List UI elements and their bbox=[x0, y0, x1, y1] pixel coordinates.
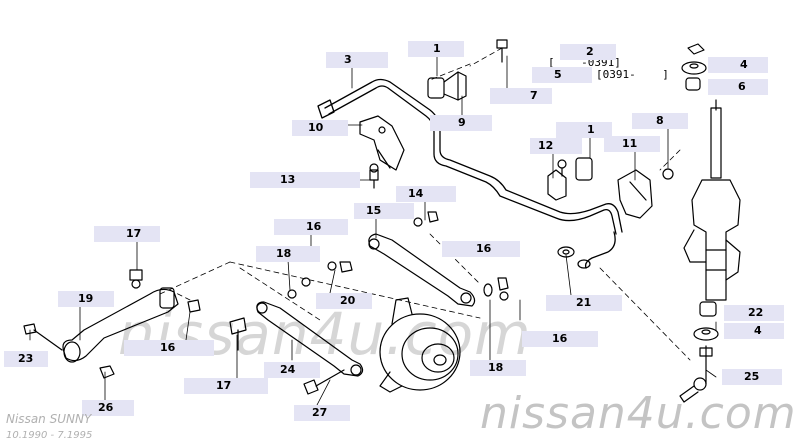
trailing-arm-19 bbox=[62, 287, 179, 363]
callout-5: 5 bbox=[532, 67, 592, 83]
callout-22: 22 bbox=[724, 305, 784, 321]
callout-18-upper: 18 bbox=[256, 246, 320, 262]
bolt-7 bbox=[496, 39, 508, 63]
bracket-11 bbox=[617, 169, 653, 219]
model-title: Nissan SUNNY bbox=[6, 412, 92, 426]
callout-25: 25 bbox=[722, 369, 782, 385]
callout-4-upper: 4 bbox=[708, 57, 768, 73]
strut-assembly bbox=[683, 99, 741, 301]
callout-15: 15 bbox=[354, 203, 414, 219]
callout-27: 27 bbox=[294, 405, 350, 421]
callout-4-lower: 4 bbox=[724, 323, 784, 339]
callout-18-lower: 18 bbox=[470, 360, 526, 376]
callout-17-upper: 17 bbox=[94, 226, 160, 242]
callout-14: 14 bbox=[396, 186, 456, 202]
callout-9: 9 bbox=[430, 115, 492, 131]
dashed-guides bbox=[159, 47, 691, 361]
callout-16-right: 16 bbox=[442, 241, 520, 257]
wheel-hub bbox=[379, 297, 461, 393]
callout-8: 8 bbox=[632, 113, 688, 129]
upper-mount-hardware bbox=[681, 43, 707, 91]
callout-10: 10 bbox=[292, 120, 348, 136]
bolt-27 bbox=[303, 369, 345, 395]
callout-1-upper: 1 bbox=[408, 41, 464, 57]
nut-26 bbox=[99, 365, 115, 379]
model-dates: 10.1990 - 7.1995 bbox=[6, 430, 93, 441]
upper-link-hardware bbox=[287, 211, 509, 301]
callout-16-lower-right: 16 bbox=[522, 331, 598, 347]
bushing-upper bbox=[427, 71, 467, 101]
callout-24: 24 bbox=[264, 362, 320, 378]
bolt-13 bbox=[369, 163, 379, 189]
callout-21: 21 bbox=[546, 295, 622, 311]
callout-19: 19 bbox=[58, 291, 114, 307]
upper-arm-15 bbox=[368, 233, 476, 307]
callout-1-lower: 1 bbox=[556, 122, 612, 138]
callout-20: 20 bbox=[316, 293, 372, 309]
bolt-17-upper bbox=[129, 269, 143, 289]
watermark-bottom-right: nissan4u.com bbox=[480, 388, 797, 439]
callout-16-left: 16 bbox=[124, 340, 214, 356]
washer-21 bbox=[557, 246, 591, 269]
lower-strut-hardware bbox=[679, 301, 719, 403]
callout-17-lower: 17 bbox=[184, 378, 268, 394]
callout-16-upper: 16 bbox=[274, 219, 348, 235]
callout-11: 11 bbox=[604, 136, 660, 152]
nut-16-lower bbox=[187, 299, 201, 313]
nut-8 bbox=[662, 168, 674, 180]
bolt-17-lower bbox=[229, 317, 247, 351]
bracket-10 bbox=[359, 115, 405, 171]
bushing-lower bbox=[547, 157, 593, 201]
lower-arm-24 bbox=[256, 301, 364, 377]
callout-6: 6 bbox=[708, 79, 768, 95]
callout-26: 26 bbox=[82, 400, 134, 416]
stabilizer-bar bbox=[317, 78, 623, 269]
callout-7: 7 bbox=[490, 88, 552, 104]
range-note-after: [0391- ] bbox=[596, 68, 669, 81]
bolt-23 bbox=[23, 323, 63, 351]
callout-12: 12 bbox=[530, 138, 582, 154]
callout-23: 23 bbox=[4, 351, 48, 367]
callout-3: 3 bbox=[326, 52, 388, 68]
leader-lines bbox=[29, 49, 717, 406]
callout-13: 13 bbox=[250, 172, 360, 188]
callout-2: 2 bbox=[560, 44, 616, 60]
